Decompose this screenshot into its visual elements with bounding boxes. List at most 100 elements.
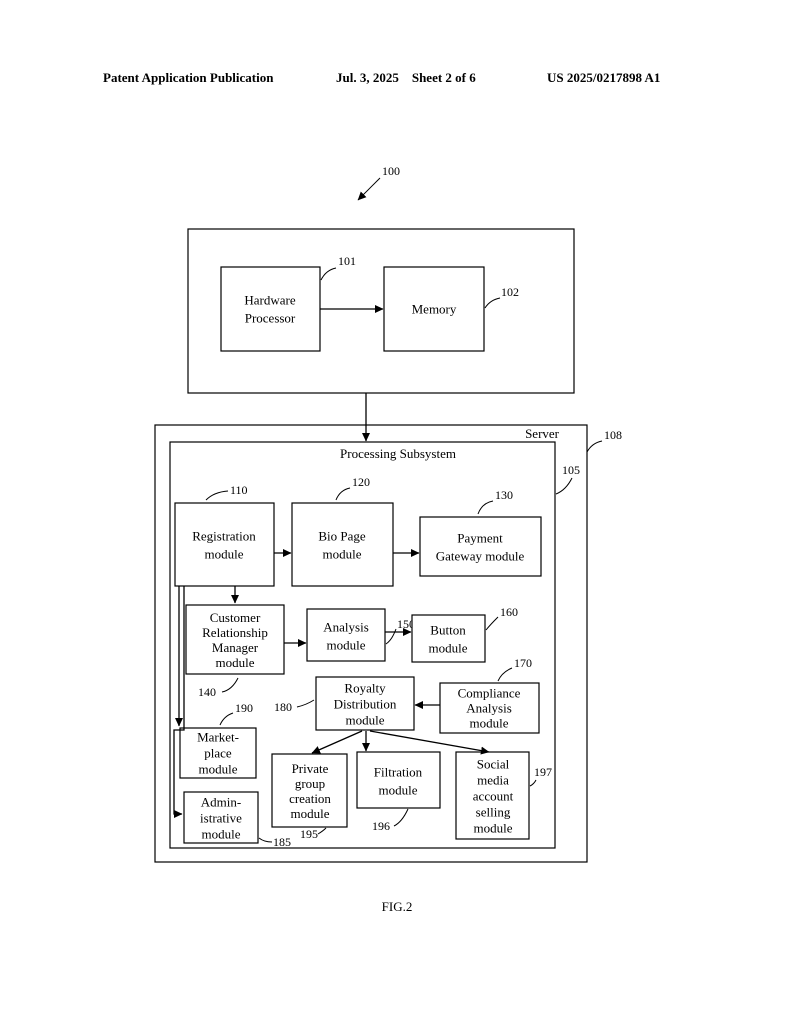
box-label-line: Social — [477, 757, 510, 772]
ref-150-lead — [385, 628, 397, 645]
box-label-line: istrative — [200, 811, 242, 826]
ref-102: 102 — [501, 285, 519, 299]
header-patent-number: US 2025/0217898 A1 — [547, 70, 661, 85]
ref-101: 101 — [338, 254, 356, 268]
box-label-line: Gateway module — [436, 549, 525, 564]
administrative-module-box — [183, 791, 259, 844]
figure-label: FIG.2 — [381, 899, 413, 914]
ref-195-lead — [317, 827, 327, 835]
ref-140: 140 — [198, 685, 216, 699]
box-label-line: module — [205, 547, 244, 562]
marketplace-module-box — [179, 727, 257, 779]
box-label-line: Filtration — [374, 765, 423, 780]
box-label-line: module — [327, 638, 366, 653]
ref-105-lead — [555, 477, 573, 495]
box-label-line: account — [473, 789, 514, 804]
box-label-line: Distribution — [334, 697, 397, 712]
compliance-module-box — [439, 682, 540, 734]
processing-subsystem-label: Processing Subsystem — [340, 446, 456, 461]
box-label-line: Processor — [245, 311, 296, 326]
box-label-line: module — [470, 716, 509, 731]
ref-170: 170 — [514, 656, 532, 670]
ref-195: 195 — [300, 827, 318, 841]
ref-160-lead — [485, 616, 499, 631]
ref-101-lead — [320, 267, 337, 281]
box-label-line: module — [474, 821, 513, 836]
ref-100-arrow — [357, 177, 381, 201]
ref-180: 180 — [274, 700, 292, 714]
ref-110: 110 — [230, 483, 248, 497]
hardware-processor-box — [220, 266, 321, 352]
box-label-line: Market- — [197, 730, 239, 745]
box-label-line: Analysis — [466, 701, 512, 716]
box-label-line: Compliance — [458, 686, 521, 701]
registration-module-label: Registration module — [192, 529, 256, 562]
ref-196: 196 — [372, 819, 390, 833]
ref-197-lead — [529, 779, 537, 787]
memory-label: Memory — [412, 302, 457, 317]
box-label-line: Memory — [412, 302, 457, 317]
box-label-line: Hardware — [244, 293, 295, 308]
ref-100: 100 — [382, 164, 400, 178]
bio-page-module-label: Bio Page module — [318, 529, 366, 562]
box-label-line: Royalty — [344, 681, 386, 696]
ref-110-lead — [205, 490, 229, 501]
box-label-line: Registration — [192, 529, 256, 544]
ref-120: 120 — [352, 475, 370, 489]
ref-130: 130 — [495, 488, 513, 502]
ref-140-lead — [221, 677, 239, 693]
ref-108-lead — [586, 440, 603, 453]
box-label-line: Analysis — [323, 620, 369, 635]
box-label-line: Admin- — [201, 795, 241, 810]
royalty-module-box — [315, 676, 415, 731]
filtration-module-box — [356, 751, 441, 809]
ref-120-lead — [335, 487, 351, 501]
registration-module-box — [174, 502, 275, 587]
ref-196-lead — [393, 808, 409, 827]
ref-150: 150 — [397, 617, 415, 631]
box-label-line: media — [477, 773, 509, 788]
box-label-line: module — [199, 762, 238, 777]
analysis-module-label: Analysis module — [323, 620, 369, 653]
ref-190: 190 — [235, 701, 253, 715]
server-box — [154, 424, 588, 863]
processing-subsystem-box — [169, 441, 556, 849]
ref-170-lead — [497, 667, 513, 682]
ref-130-lead — [477, 500, 494, 515]
bio-page-module-box — [291, 502, 394, 587]
box-label-line: module — [323, 547, 362, 562]
box-label-line: Manager — [212, 640, 259, 655]
box-label-line: Payment — [457, 531, 503, 546]
ref-190-lead — [219, 712, 234, 726]
box-label-line: module — [291, 806, 330, 821]
box-label-line: module — [216, 655, 255, 670]
ref-197: 197 — [534, 765, 552, 779]
box-label-line: module — [346, 713, 385, 728]
computer-box — [187, 228, 575, 394]
header-publication-type: Patent Application Publication — [103, 70, 274, 85]
analysis-module-box — [306, 608, 386, 662]
header-date-sheet: Jul. 3, 2025 Sheet 2 of 6 — [336, 70, 476, 85]
ref-108: 108 — [604, 428, 622, 442]
payment-gateway-module-box — [419, 516, 542, 577]
box-label-line: Bio Page — [318, 529, 366, 544]
registration-to-administrative-arrow — [173, 586, 185, 818]
box-label-line: Button — [430, 623, 466, 638]
crm-module-box — [185, 604, 285, 675]
ref-180-lead — [296, 699, 315, 708]
box-label-line: selling — [476, 805, 511, 820]
box-label-line: Customer — [210, 610, 261, 625]
ref-102-lead — [484, 297, 501, 309]
box-label-line: module — [202, 827, 241, 842]
